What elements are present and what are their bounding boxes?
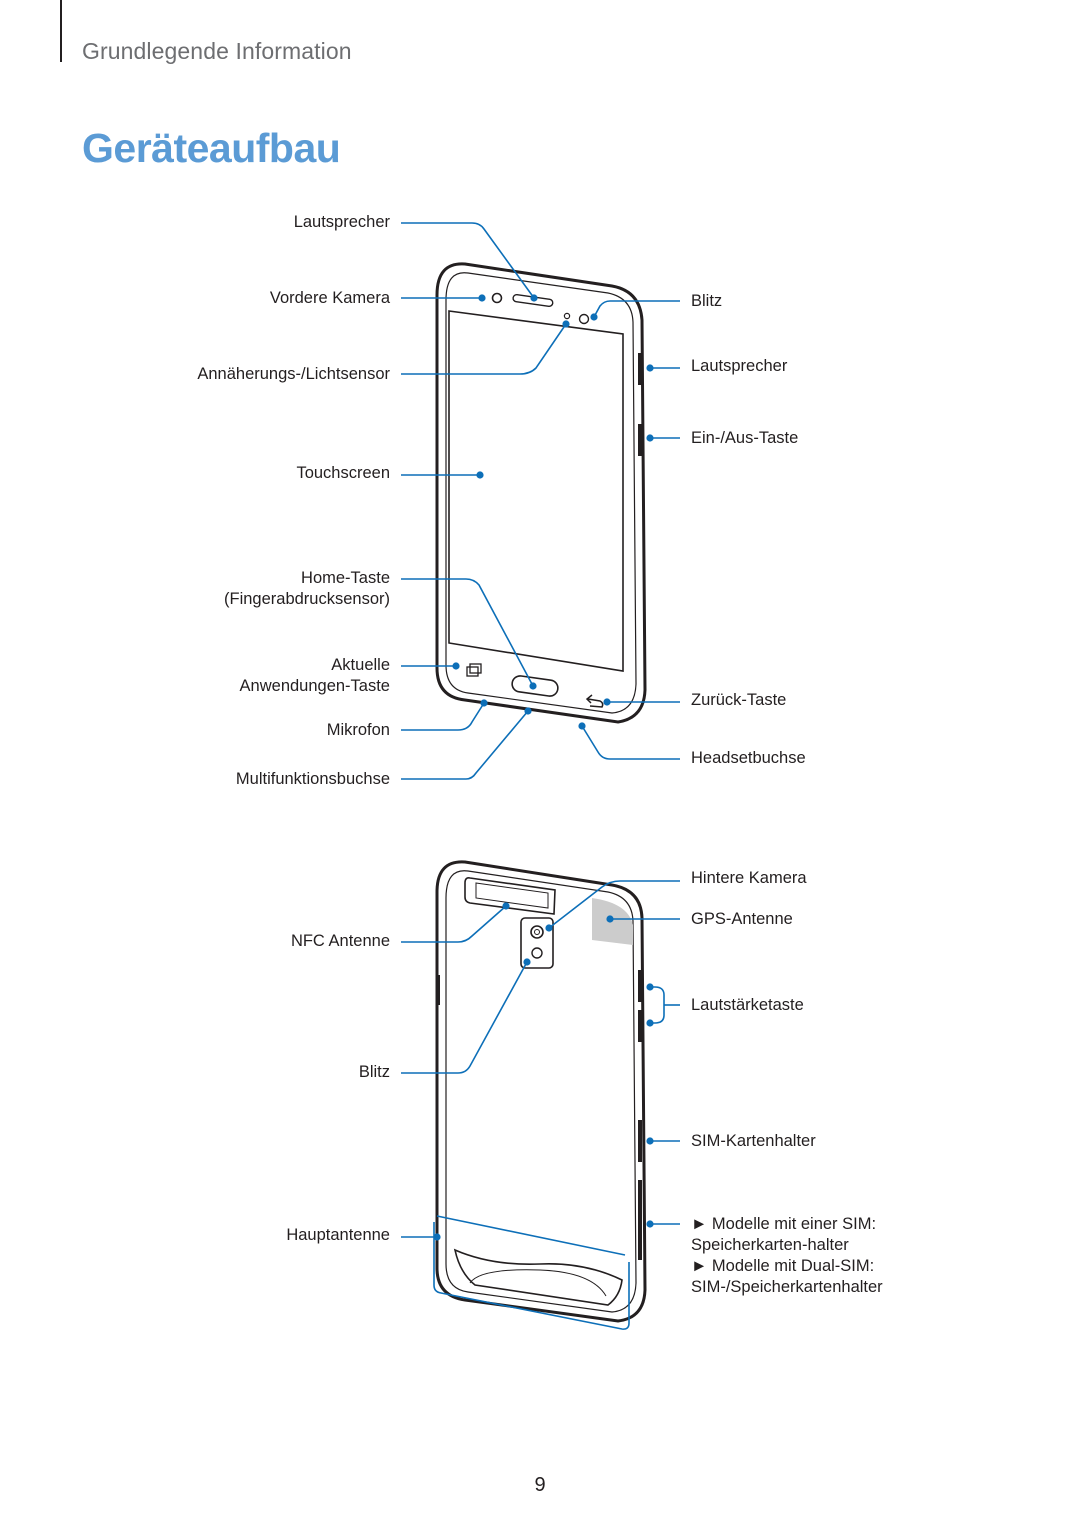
page-title: Geräteaufbau: [82, 125, 341, 171]
label-touchscreen: Touchscreen: [296, 464, 390, 482]
label-zurueck-taste: Zurück-Taste: [691, 691, 787, 709]
label-mikrofon: Mikrofon: [326, 721, 390, 739]
front-phone: [435, 262, 647, 724]
header-rule: [60, 0, 62, 62]
note-line4: SIM-/Speicherkartenhalter: [691, 1278, 883, 1296]
label-lautstaerketaste: Lautstärketaste: [691, 996, 804, 1014]
note-line2: Speicherkarten-halter: [691, 1236, 849, 1254]
label-ein-aus-taste: Ein-/Aus-Taste: [691, 429, 799, 447]
section-title: Grundlegende Information: [82, 38, 352, 64]
back-callouts: [401, 880, 680, 1330]
label-nfc-antenne: NFC Antenne: [290, 932, 390, 950]
label-vordere-kamera: Vordere Kamera: [269, 289, 390, 307]
label-sim-kartenhalter: SIM-Kartenhalter: [691, 1132, 816, 1150]
note-line1: ► Modelle mit einer SIM:: [691, 1215, 877, 1233]
back-phone: [435, 860, 647, 1323]
sim-models-note: ► Modelle mit einer SIM: Speicherkarten-…: [691, 1214, 883, 1298]
label-aktuelle-line1: Aktuelle: [331, 656, 390, 674]
note-line3: ► Modelle mit Dual-SIM:: [691, 1257, 875, 1275]
label-lautsprecher-side: Lautsprecher: [691, 357, 788, 375]
page-number: 9: [534, 1474, 546, 1496]
label-lautsprecher-top: Lautsprecher: [293, 213, 390, 231]
label-blitz-front: Blitz: [691, 292, 723, 310]
label-aktuelle-anwendungen: Aktuelle Anwendungen-Taste: [240, 655, 390, 697]
label-home-line2: (Fingerabdrucksensor): [224, 590, 390, 608]
back-callout-dots: [433, 902, 654, 1241]
label-home-taste: Home-Taste (Fingerabdrucksensor): [224, 568, 390, 610]
label-blitz-back: Blitz: [358, 1063, 390, 1081]
label-headsetbuchse: Headsetbuchse: [691, 749, 806, 767]
label-home-line1: Home-Taste: [301, 569, 390, 587]
front-callout-dots: [452, 294, 654, 730]
label-aktuelle-line2: Anwendungen-Taste: [239, 677, 390, 695]
front-callouts: [401, 222, 680, 780]
label-hintere-kamera: Hintere Kamera: [691, 869, 807, 887]
label-gps-antenne: GPS-Antenne: [691, 910, 793, 928]
label-multifunktionsbuchse: Multifunktionsbuchse: [235, 770, 390, 788]
label-hauptantenne: Hauptantenne: [286, 1226, 390, 1244]
label-naeherungssensor: Annäherungs-/Lichtsensor: [197, 365, 390, 383]
